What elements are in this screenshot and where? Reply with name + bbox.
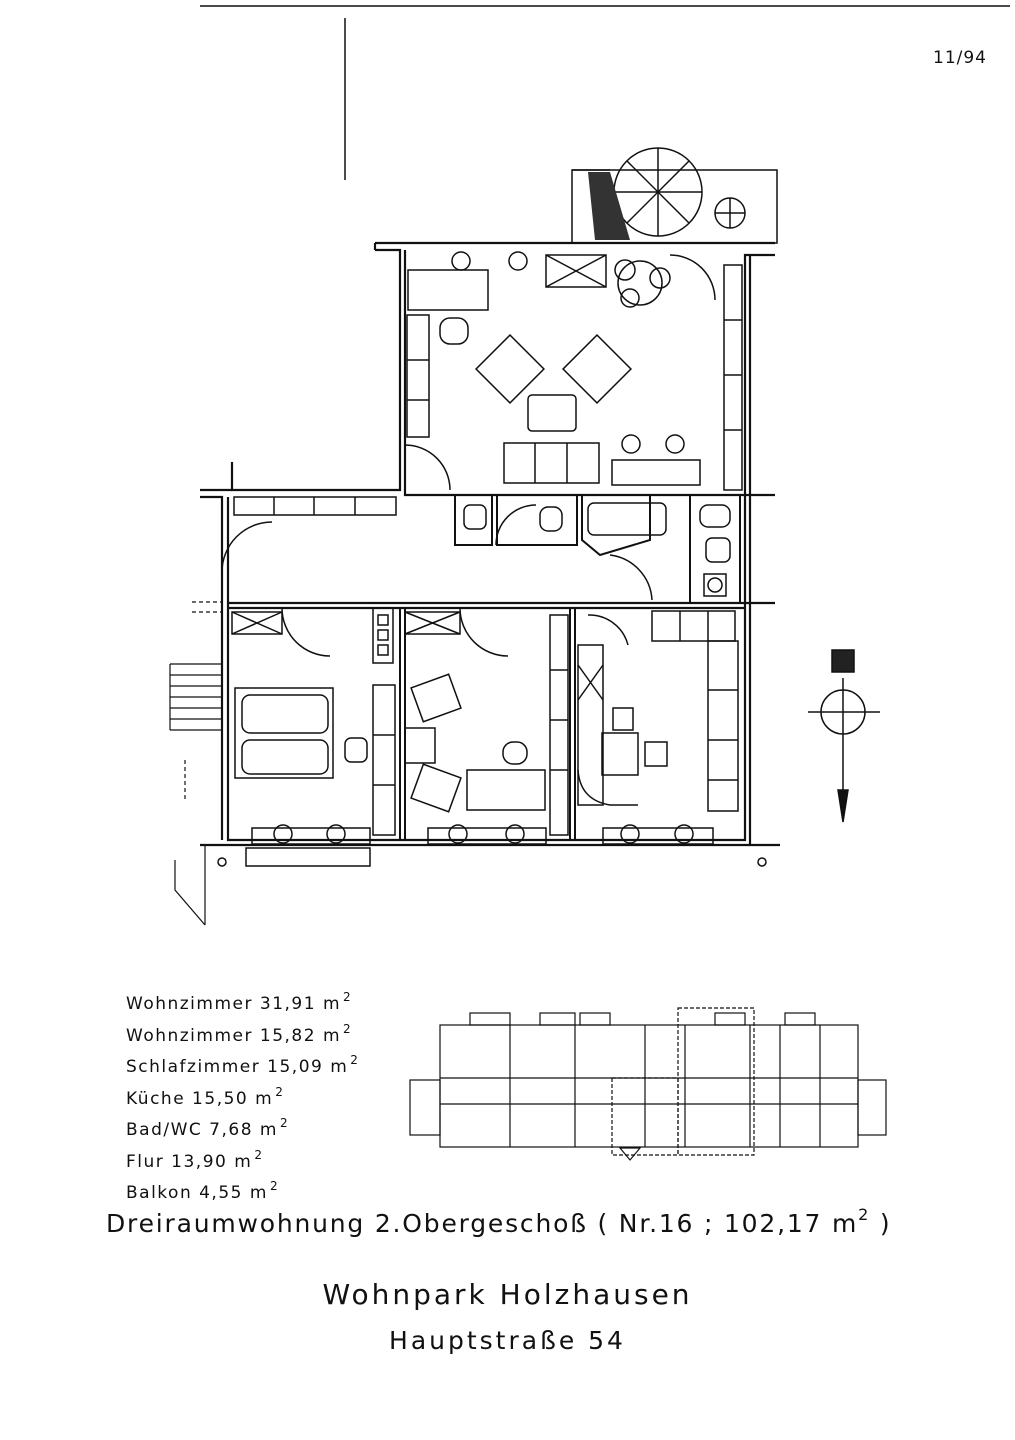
plant-icon [617, 260, 663, 306]
area-label: Wohnzimmer 15,82 m [126, 1025, 342, 1046]
area-label: Küche 15,50 m [126, 1088, 274, 1109]
front-balcony-rails [217, 847, 767, 867]
area-label: Balkon 4,55 m [126, 1183, 268, 1203]
balcony-hatch [588, 172, 630, 240]
subtitle-text: Dreiraumwohnung 2.Obergeschoß ( Nr.16 ; … [106, 1209, 859, 1238]
project-address: Hauptstraße 54 [389, 1326, 626, 1355]
north-arrow-icon [808, 649, 880, 823]
kitchen-furniture [577, 610, 739, 845]
subtitle-sup: 2 [858, 1205, 871, 1224]
area-unit-sup: 2 [275, 1084, 285, 1099]
balcony [571, 147, 778, 308]
site-plan-thumbnail [409, 1007, 887, 1161]
outer-walls [200, 241, 780, 847]
project-title: Wohnpark Holzhausen [322, 1278, 693, 1311]
study-furniture [404, 607, 569, 845]
area-label: Bad/WC 7,68 m [126, 1120, 278, 1140]
living-room-furniture [404, 251, 743, 491]
area-unit-sup: 2 [254, 1147, 264, 1162]
area-unit-sup: 2 [350, 1053, 360, 1067]
page-number: 11/94 [933, 48, 987, 68]
subtitle-end: ) [870, 1209, 892, 1238]
apartment-subtitle: Dreiraumwohnung 2.Obergeschoß ( Nr.16 ; … [106, 1205, 891, 1238]
bedroom-furniture [231, 607, 396, 845]
area-unit-sup: 2 [269, 1179, 280, 1193]
area-label: Wohnzimmer 31,91 m [126, 994, 342, 1014]
area-unit-sup: 2 [280, 1116, 290, 1130]
area-unit-sup: 2 [343, 1021, 353, 1036]
interior-walls [399, 494, 741, 840]
stairwell [169, 601, 222, 926]
area-label: Flur 13,90 m [126, 1151, 253, 1172]
area-unit-sup: 2 [343, 990, 353, 1004]
hall-and-bath [221, 496, 731, 601]
area-label: Schlafzimmer 15,09 m [126, 1057, 349, 1077]
